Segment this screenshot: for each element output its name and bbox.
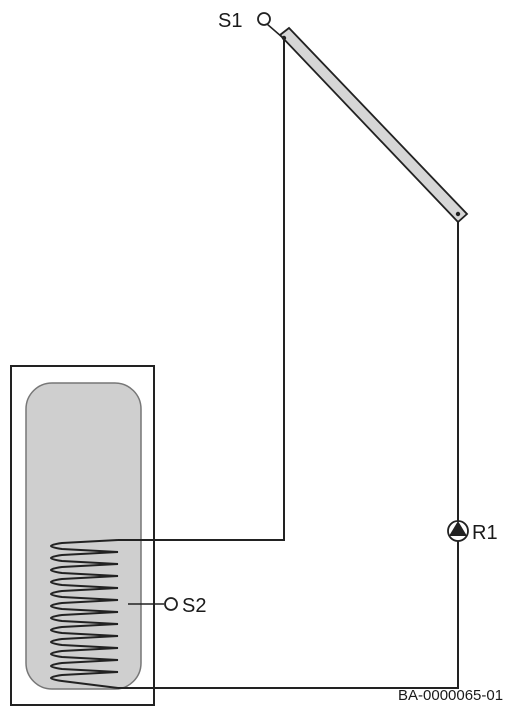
sensor-s1-lead [266,23,283,38]
heat-exchanger-coil [50,539,119,689]
collector-port-top [281,35,287,41]
return-pipe [118,221,459,689]
sensor-s2-icon [164,597,178,611]
collector-port-bottom [455,211,461,217]
solar-collector [278,26,469,224]
sensor-s2-label: S2 [182,595,206,617]
storage-tank-vessel [25,382,142,690]
pump-direction-icon [449,521,467,536]
sensor-s1-icon [257,12,271,26]
document-code: BA-0000065-01 [398,687,503,704]
flow-pipe [118,40,285,541]
sensor-s1-label: S1 [218,10,242,32]
pump-label: R1 [472,522,498,544]
